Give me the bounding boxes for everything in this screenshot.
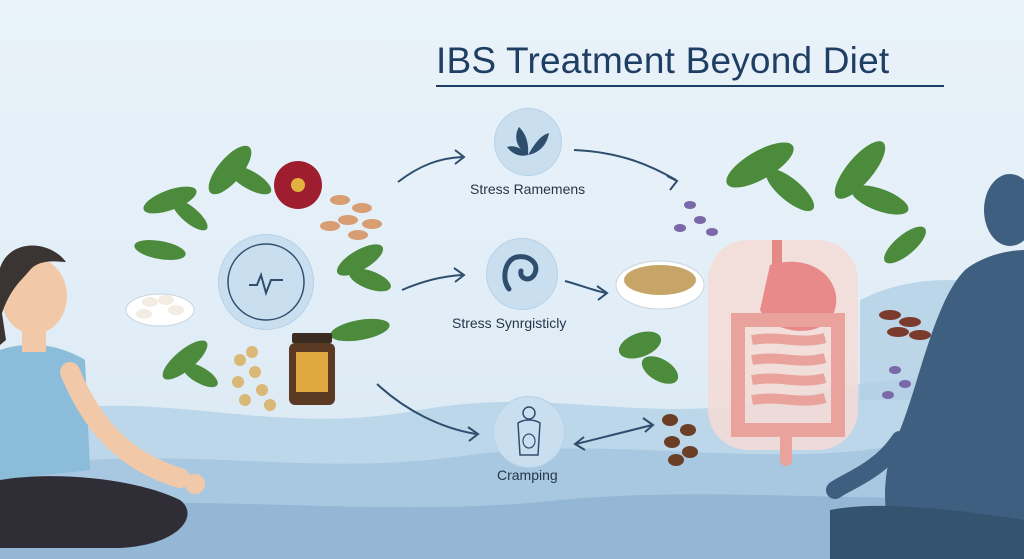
flow-arrows: [376, 149, 679, 451]
supplement-jar: [289, 333, 335, 405]
coffee-beans: [662, 414, 698, 466]
stress-node-top: [494, 108, 562, 176]
almonds: [320, 195, 382, 240]
title-underline: [436, 85, 944, 87]
left-herbs: [134, 145, 391, 388]
lavender: [674, 201, 911, 399]
label-stress-middle: Stress Synrgisticly: [452, 315, 567, 331]
intestine-icon: [502, 254, 539, 292]
nuts: [879, 310, 931, 340]
cramping-node: [493, 396, 565, 468]
page-title: IBS Treatment Beyond Diet: [436, 40, 890, 81]
digestive-system: [708, 240, 858, 466]
red-flower: [274, 161, 322, 209]
leaf-icon: [507, 127, 549, 156]
stress-node-middle: [486, 238, 558, 310]
label-cramping: Cramping: [497, 467, 558, 483]
meditating-woman: [0, 245, 205, 548]
lentil-bowl: [615, 260, 705, 310]
brain-gut-icon: [227, 243, 305, 321]
torso-icon: [517, 406, 541, 456]
seeds: [232, 346, 276, 411]
brain-gut-circle: [218, 234, 314, 330]
meditating-silhouette: [826, 174, 1024, 559]
label-stress-top: Stress Ramemens: [470, 181, 586, 197]
white-beans-bowl: [125, 293, 195, 327]
right-herbs: [618, 141, 926, 384]
